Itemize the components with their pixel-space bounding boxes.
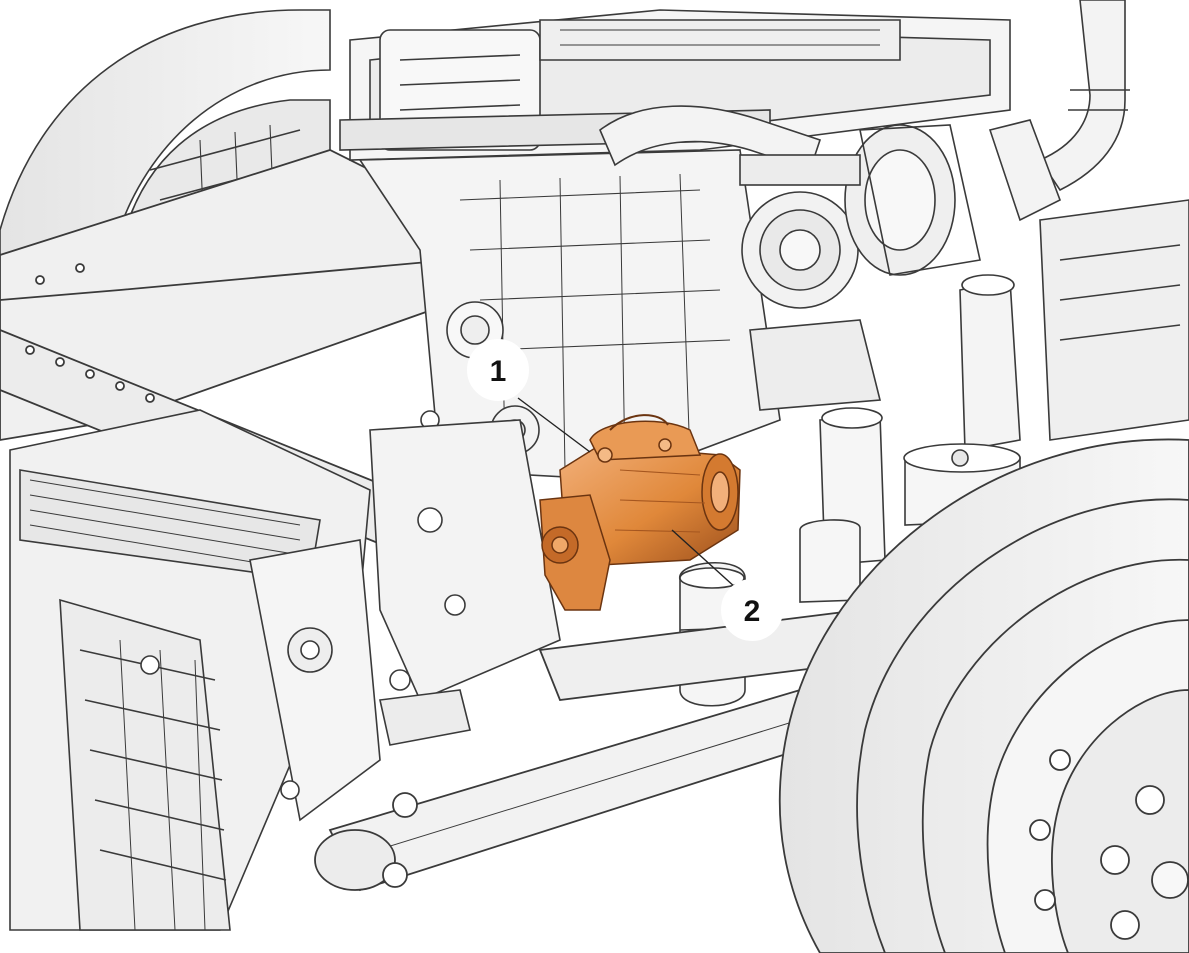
leader-line-2 [671,529,737,589]
bell-housing [369,419,561,746]
leader-line-1 [517,397,591,453]
starter-motor [539,414,741,611]
callout-1-label: 1 [490,355,507,388]
callout-1-bubble [467,339,529,401]
callout-2-bubble [721,579,783,641]
callout-2-label: 2 [744,595,761,628]
callout-1: 1 [467,339,591,453]
transmission [9,409,381,931]
right-side-components [749,199,1189,603]
callout-2: 2 [671,529,783,641]
intake-pipes [599,0,1130,222]
front-axle [314,609,882,892]
front-wheel [778,438,1189,953]
turbo-assembly [739,124,981,309]
engine-block [339,9,1011,510]
